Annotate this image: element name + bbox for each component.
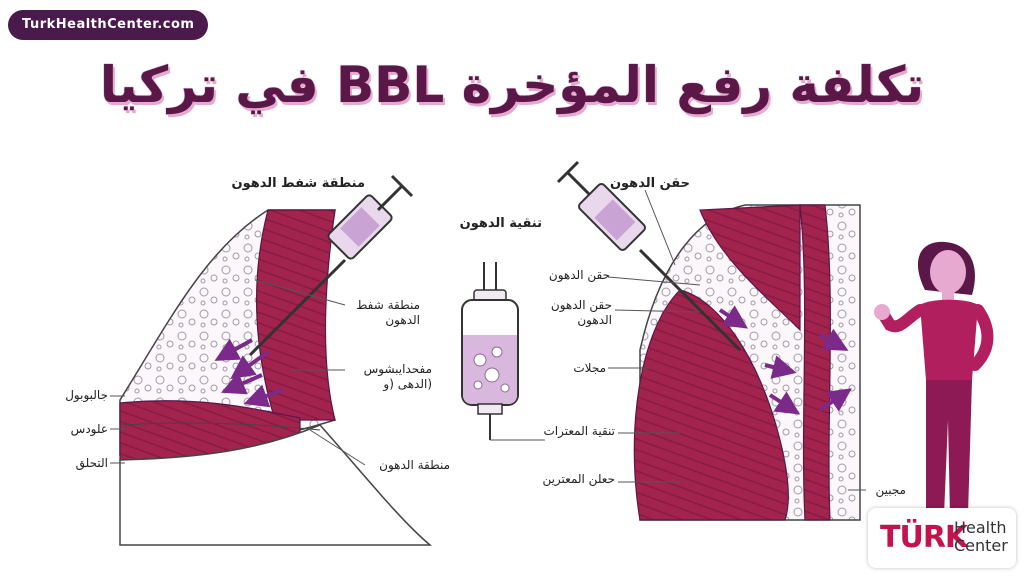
- label-left-side-3: التحلق: [75, 456, 108, 470]
- label-right-2: حقن الدهون الدهون: [550, 298, 612, 327]
- label-left-side-2: علودس: [70, 422, 108, 436]
- label-liposuction-area-top: منطقة شفط الدهون: [231, 176, 365, 191]
- left-syringe: [248, 174, 414, 357]
- turk-health-center-logo: TÜRK Health Center: [868, 508, 1016, 568]
- label-right-1: حقن الدهون: [548, 268, 610, 282]
- right-cross-section: [633, 204, 861, 521]
- label-right-3: مجلات: [573, 361, 606, 375]
- left-cross-section: [119, 209, 433, 546]
- label-left-side-1: جالبوبول: [65, 388, 108, 402]
- right-syringe: [556, 160, 742, 352]
- logo-center-text: Center: [954, 536, 1008, 555]
- label-right-4: تنقية المعترات: [543, 424, 616, 438]
- page-title: تكلفة رفع المؤخرة BBL في تركيا: [99, 56, 925, 114]
- logo-turk-text: TÜRK: [880, 520, 968, 555]
- fat-purification-bag: [461, 262, 519, 440]
- woman-illustration: [874, 241, 994, 515]
- leader-lines: [110, 189, 866, 491]
- label-fat-injection-top: حقن الدهون: [609, 176, 690, 191]
- logo-health-text: Health: [954, 518, 1007, 537]
- label-microfat: مفحدايبشوس (الدهى (و: [363, 362, 432, 391]
- label-right-5: حعلن المعترين: [542, 472, 615, 486]
- website-badge: TurkHealthCenter.com: [8, 10, 209, 40]
- label-liposuction-zone: منطقة شفط الدهون: [356, 298, 420, 327]
- label-fat-purification: تنقية الدهون: [459, 216, 542, 231]
- label-fat-area: منطقة الدهون: [379, 458, 450, 472]
- label-right-6: مجبين: [875, 483, 906, 497]
